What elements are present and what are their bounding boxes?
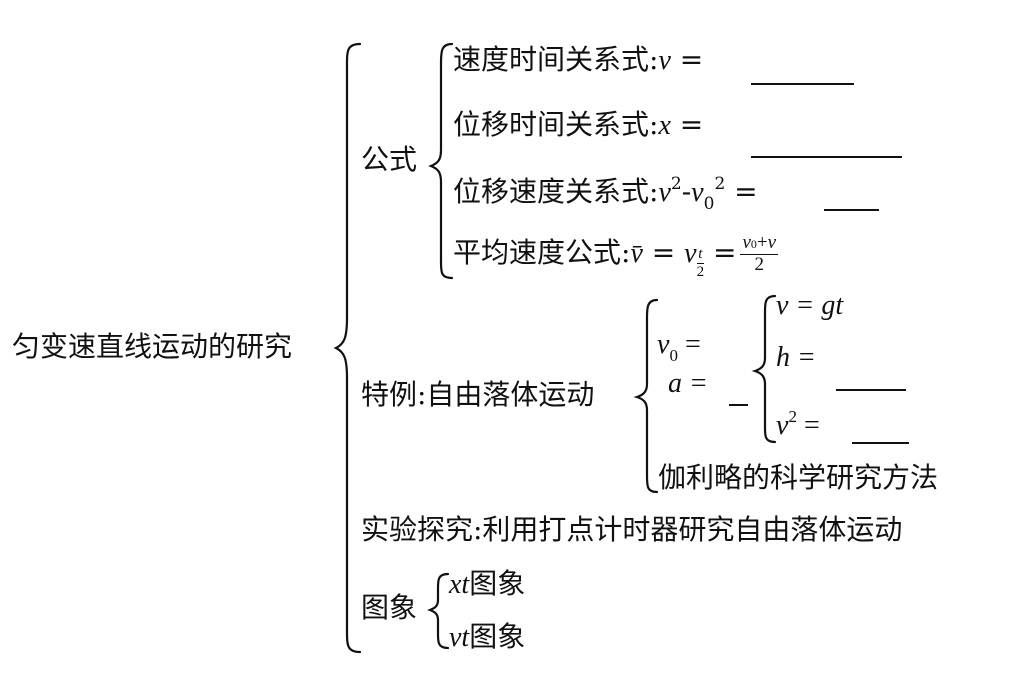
displacement-time-formula: 位移时间关系式:x = xyxy=(453,108,704,141)
displacement-velocity-formula: 位移速度关系式:v2-v02 = xyxy=(453,174,758,214)
root-brace xyxy=(333,42,362,654)
velocity-time-formula: 速度时间关系式:v = xyxy=(453,43,704,76)
acceleration-expr: a = xyxy=(668,368,708,399)
displacement-time-label: 位移时间关系式: xyxy=(453,108,659,141)
displacement-time-blank xyxy=(751,156,902,158)
free-fall-brace xyxy=(633,298,659,494)
initial-velocity-expr: v0 = xyxy=(657,329,701,365)
height-expr: h = xyxy=(776,342,816,373)
displacement-velocity-label: 位移速度关系式: xyxy=(453,175,659,208)
velocity-squared-expr: v2 = xyxy=(776,407,820,441)
velocity-squared-blank xyxy=(852,442,909,444)
average-velocity-label: 平均速度公式: xyxy=(453,235,631,269)
displacement-velocity-blank xyxy=(824,209,879,211)
velocity-time-label: 速度时间关系式: xyxy=(453,43,659,76)
acceleration-blank xyxy=(729,404,748,406)
velocity-time-blank xyxy=(751,83,854,85)
velocity-gt-expr: v = gt xyxy=(776,290,844,321)
v0-a-brace xyxy=(751,294,777,444)
height-blank xyxy=(836,389,906,391)
vt-graph: vt图象 xyxy=(449,620,526,653)
graphs-label: 图象 xyxy=(361,591,418,624)
xt-graph: xt图象 xyxy=(449,567,526,600)
free-fall-label: 特例:自由落体运动 xyxy=(361,378,595,411)
graphs-brace xyxy=(427,572,450,650)
root-title: 匀变速直线运动的研究 xyxy=(12,330,293,363)
experiment-label: 实验探究:利用打点计时器研究自由落体运动 xyxy=(361,513,903,546)
formulas-brace xyxy=(428,42,454,280)
galileo-method: 伽利略的科学研究方法 xyxy=(658,461,939,494)
formulas-label: 公式 xyxy=(361,143,418,176)
